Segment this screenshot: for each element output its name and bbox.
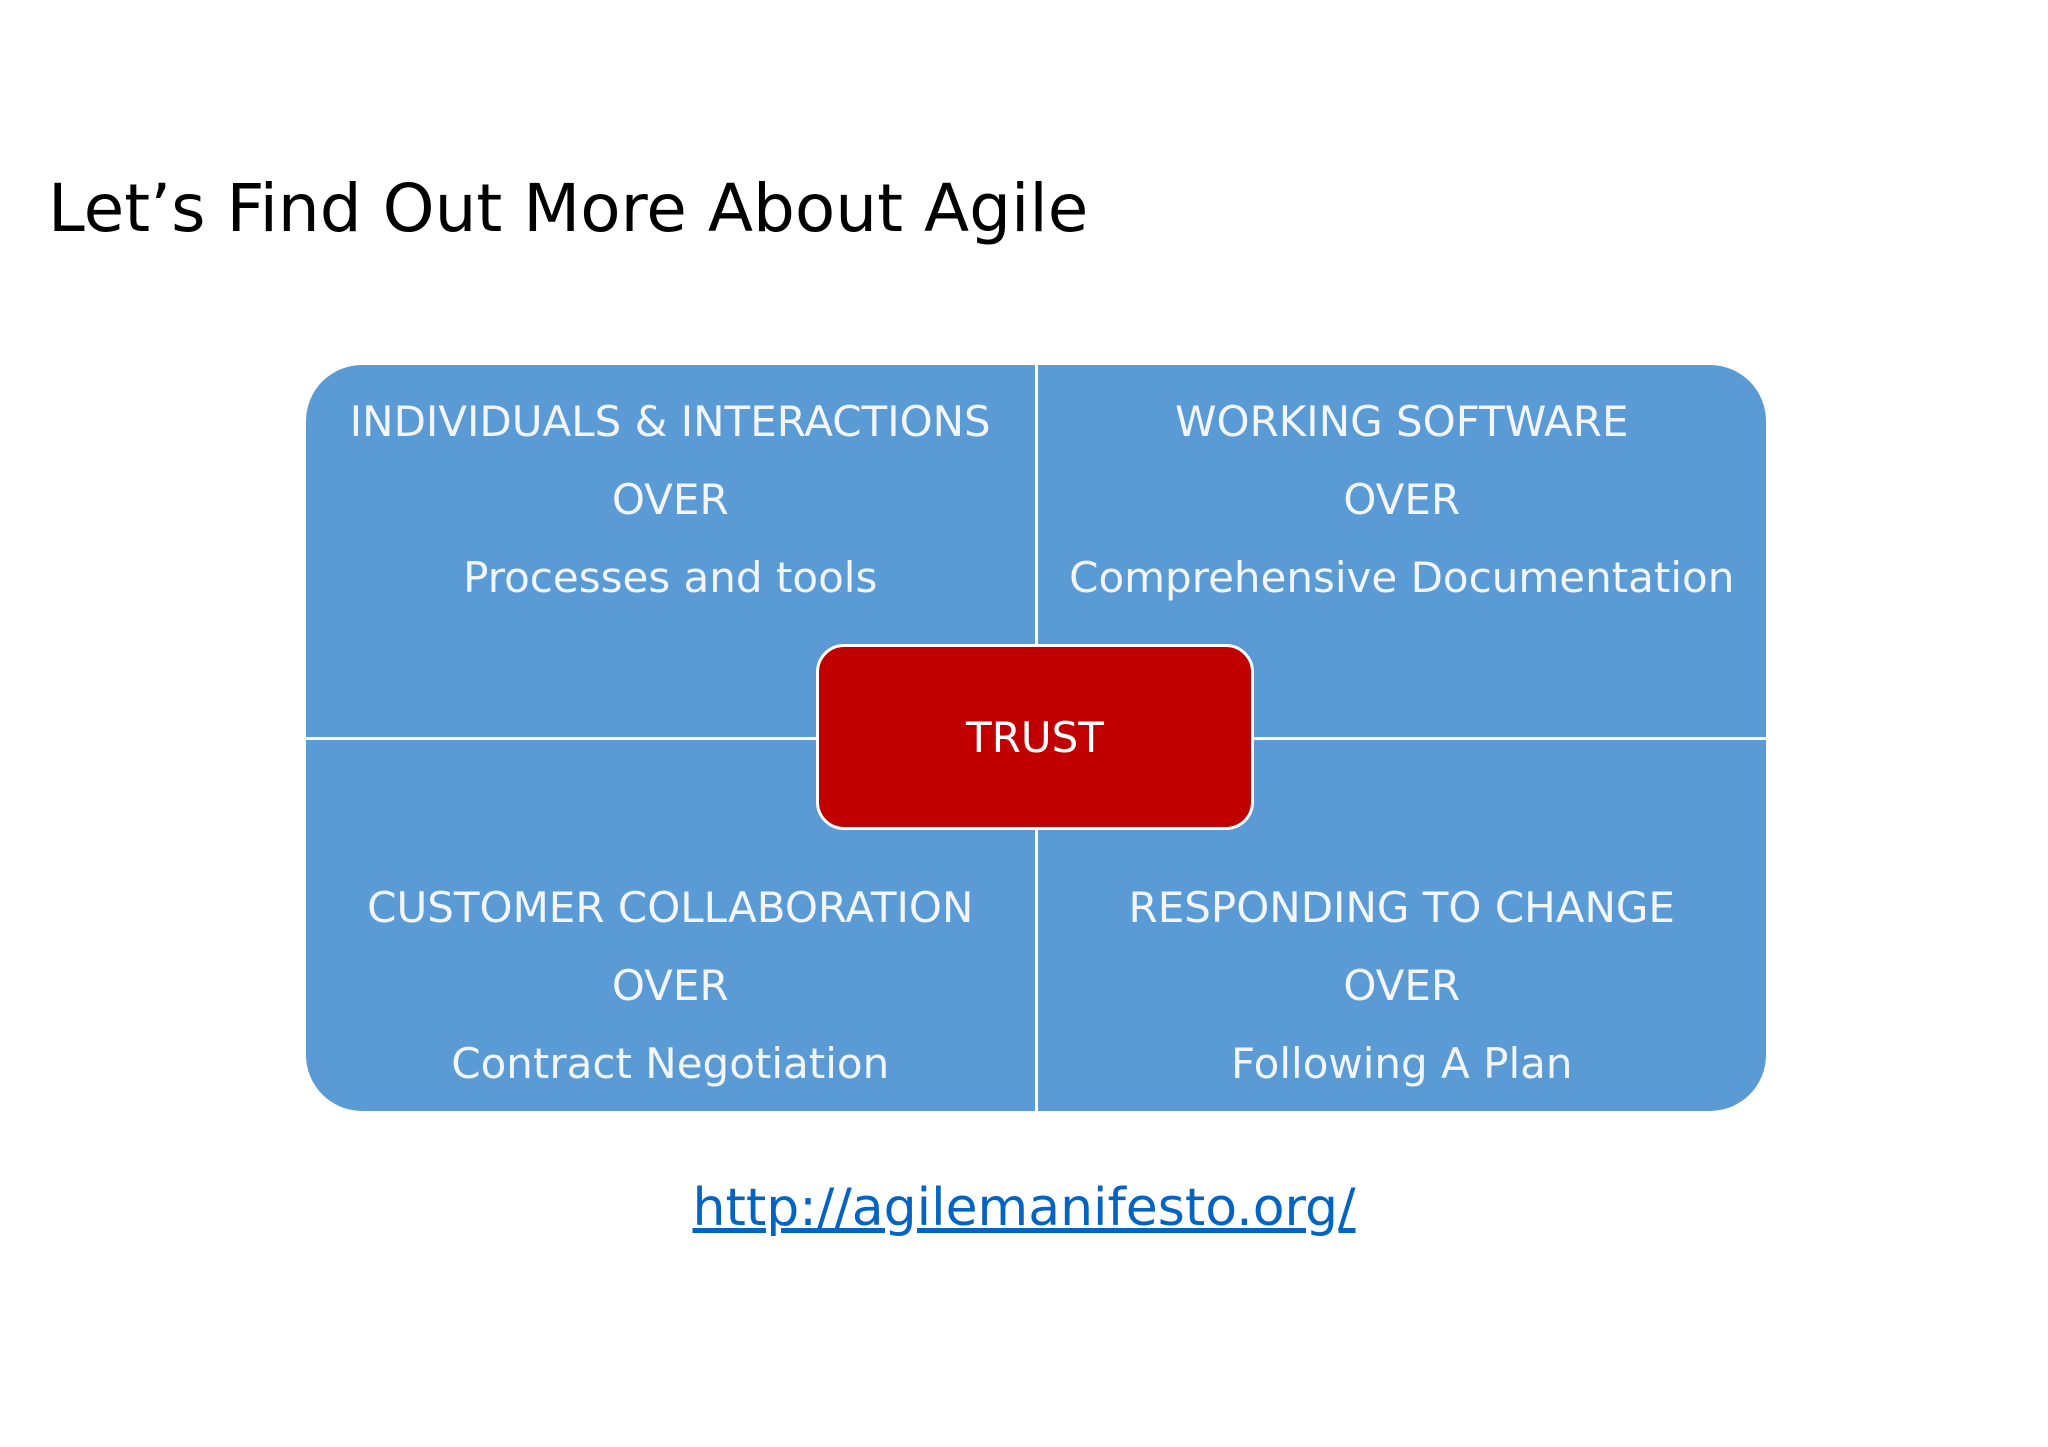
quadrant-alternative-label: Processes and tools xyxy=(463,553,878,602)
trust-center-box: TRUST xyxy=(816,644,1254,830)
quadrant-over-label: OVER xyxy=(611,961,729,1010)
quadrant-value-label: INDIVIDUALS & INTERACTIONS xyxy=(349,397,991,446)
quadrant-alternative-label: Comprehensive Documentation xyxy=(1069,553,1735,602)
trust-label: TRUST xyxy=(966,712,1104,762)
quadrant-value-label: RESPONDING TO CHANGE xyxy=(1128,883,1675,932)
quadrant-individuals: INDIVIDUALS & INTERACTIONS OVER Processe… xyxy=(306,365,1035,737)
quadrant-value-label: WORKING SOFTWARE xyxy=(1175,397,1629,446)
agile-manifesto-link[interactable]: http://agilemanifesto.org/ xyxy=(692,1178,1356,1238)
quadrant-over-label: OVER xyxy=(611,475,729,524)
quadrant-value-label: CUSTOMER COLLABORATION xyxy=(367,883,974,932)
slide-title: Let’s Find Out More About Agile xyxy=(48,170,1089,247)
agile-values-matrix: INDIVIDUALS & INTERACTIONS OVER Processe… xyxy=(306,365,1766,1111)
quadrant-over-label: OVER xyxy=(1343,961,1461,1010)
quadrant-alternative-label: Following A Plan xyxy=(1231,1039,1573,1088)
quadrant-over-label: OVER xyxy=(1343,475,1461,524)
quadrant-customer-collaboration: CUSTOMER COLLABORATION OVER Contract Neg… xyxy=(306,739,1035,1111)
quadrant-working-software: WORKING SOFTWARE OVER Comprehensive Docu… xyxy=(1037,365,1766,737)
quadrant-alternative-label: Contract Negotiation xyxy=(451,1039,890,1088)
